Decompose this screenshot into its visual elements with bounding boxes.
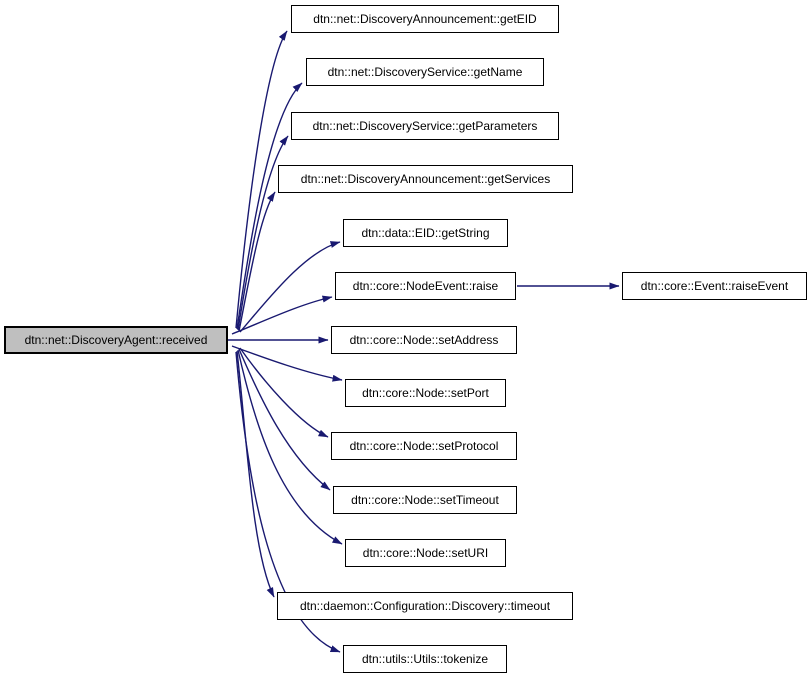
node-getparameters[interactable]: dtn::net::DiscoveryService::getParameter… <box>291 112 559 140</box>
node-getname[interactable]: dtn::net::DiscoveryService::getName <box>306 58 544 86</box>
call-edge-received-setprotocol <box>239 347 329 438</box>
node-tokenize[interactable]: dtn::utils::Utils::tokenize <box>343 645 507 673</box>
node-setaddress[interactable]: dtn::core::Node::setAddress <box>331 326 517 354</box>
node-geteid[interactable]: dtn::net::DiscoveryAnnouncement::getEID <box>291 5 559 33</box>
node-setport[interactable]: dtn::core::Node::setPort <box>345 379 506 407</box>
call-edge-received-raise <box>231 295 333 335</box>
node-received: dtn::net::DiscoveryAgent::received <box>4 326 228 354</box>
node-timeout[interactable]: dtn::daemon::Configuration::Discovery::t… <box>277 592 573 620</box>
call-edge-received-seturi <box>237 349 343 545</box>
node-raise[interactable]: dtn::core::NodeEvent::raise <box>335 272 516 300</box>
call-edge-received-getstring <box>239 241 341 333</box>
node-seturi[interactable]: dtn::core::Node::setURI <box>345 539 506 567</box>
node-getservices[interactable]: dtn::net::DiscoveryAnnouncement::getServ… <box>278 165 573 193</box>
node-getstring[interactable]: dtn::data::EID::getString <box>343 219 508 247</box>
node-raiseevent[interactable]: dtn::core::Event::raiseEvent <box>622 272 807 300</box>
call-edge-received-getservices <box>238 191 276 332</box>
node-settimeout[interactable]: dtn::core::Node::setTimeout <box>333 486 517 514</box>
node-setprotocol[interactable]: dtn::core::Node::setProtocol <box>331 432 517 460</box>
call-edge-received-setport <box>231 345 343 382</box>
call-edge-received-settimeout <box>238 348 331 491</box>
call-edge-received-timeout <box>236 350 275 598</box>
